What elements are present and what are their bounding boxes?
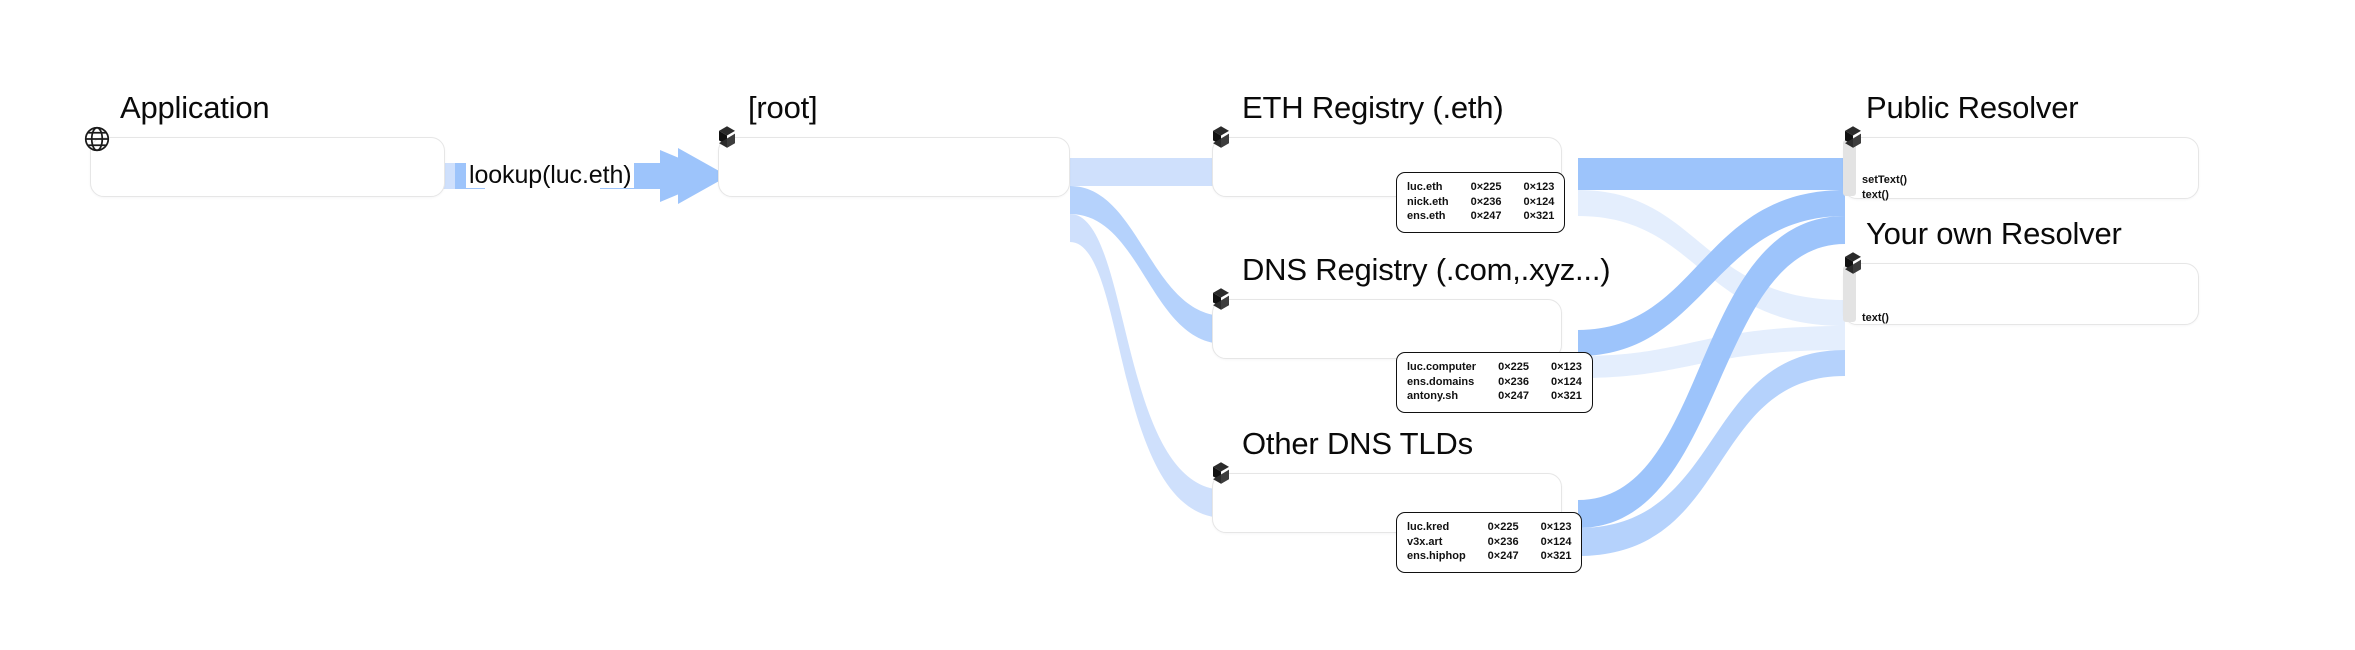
record-owner: 0×225 bbox=[1487, 521, 1519, 533]
public-resolver-port bbox=[1843, 140, 1856, 196]
your-own-resolver-methods: text() bbox=[1862, 311, 1889, 326]
node-public-resolver[interactable] bbox=[1843, 137, 2199, 199]
node-other-dns-tlds[interactable] bbox=[1212, 473, 1562, 533]
table-row: ens.hiphop 0×247 0×321 bbox=[1407, 549, 1571, 564]
record-table-other-dns-grid: luc.kred 0×225 0×123 v3x.art 0×236 0×124… bbox=[1407, 520, 1571, 564]
contract-icon-public-resolver bbox=[1838, 122, 1868, 152]
record-table-eth-registry: luc.eth 0×225 0×123 nick.eth 0×236 0×124… bbox=[1396, 172, 1566, 233]
record-name: ens.hiphop bbox=[1407, 550, 1466, 563]
node-dns-registry[interactable] bbox=[1212, 299, 1562, 359]
method-text: text() bbox=[1862, 312, 1889, 324]
record-name: ens.domains bbox=[1407, 375, 1475, 388]
record-resolver: 0×124 bbox=[1550, 375, 1582, 388]
flow-other-dns-to-public-resolver bbox=[1578, 216, 1845, 528]
record-name: luc.eth bbox=[1407, 181, 1443, 193]
table-row: ens.eth 0×247 0×321 bbox=[1407, 209, 1554, 224]
table-row: v3x.art 0×236 0×124 bbox=[1407, 535, 1571, 550]
record-resolver: 0×321 bbox=[1540, 550, 1572, 563]
node-application[interactable] bbox=[90, 137, 445, 197]
flow-dns-registry-to-public-resolver bbox=[1578, 190, 1845, 356]
node-public-resolver-title: Public Resolver bbox=[1866, 90, 2079, 125]
globe-icon bbox=[82, 124, 112, 154]
record-table-other-dns-body: luc.kred 0×225 0×123 v3x.art 0×236 0×124… bbox=[1407, 520, 1571, 564]
contract-icon-eth-registry bbox=[1206, 122, 1236, 152]
node-root-title: [root] bbox=[748, 90, 818, 125]
flow-root-to-other-dns bbox=[1070, 214, 1225, 518]
record-name: nick.eth bbox=[1407, 195, 1449, 208]
record-resolver: 0×123 bbox=[1540, 521, 1572, 533]
record-owner: 0×236 bbox=[1470, 195, 1502, 208]
record-table-dns-registry-grid: luc.computer 0×225 0×123 ens.domains 0×2… bbox=[1407, 360, 1582, 404]
record-resolver: 0×124 bbox=[1540, 535, 1572, 548]
record-table-eth-registry-grid: luc.eth 0×225 0×123 nick.eth 0×236 0×124… bbox=[1407, 180, 1554, 224]
table-row: luc.kred 0×225 0×123 bbox=[1407, 520, 1571, 535]
table-row: nick.eth 0×236 0×124 bbox=[1407, 195, 1554, 210]
table-row: luc.eth 0×225 0×123 bbox=[1407, 180, 1554, 195]
flow-dns-registry-to-your-resolver bbox=[1578, 326, 1845, 378]
record-owner: 0×236 bbox=[1487, 535, 1519, 548]
node-your-own-resolver-title: Your own Resolver bbox=[1866, 216, 2122, 251]
node-your-own-resolver[interactable] bbox=[1843, 263, 2199, 325]
node-dns-registry-title: DNS Registry (.com,.xyz...) bbox=[1242, 252, 1611, 287]
node-root[interactable] bbox=[718, 137, 1070, 197]
record-table-dns-registry-body: luc.computer 0×225 0×123 ens.domains 0×2… bbox=[1407, 360, 1582, 404]
method-set-text: setText() bbox=[1862, 174, 1908, 186]
method-text: text() bbox=[1862, 188, 1889, 201]
your-own-resolver-port bbox=[1843, 266, 1856, 322]
node-eth-registry-title: ETH Registry (.eth) bbox=[1242, 90, 1504, 125]
record-resolver: 0×124 bbox=[1523, 195, 1555, 208]
record-name: ens.eth bbox=[1407, 210, 1446, 223]
record-owner: 0×236 bbox=[1498, 375, 1529, 388]
contract-icon-dns-registry bbox=[1206, 284, 1236, 314]
flow-root-to-dns-registry bbox=[1070, 186, 1225, 344]
contract-icon-your-own-resolver bbox=[1838, 248, 1868, 278]
contract-icon-other-dns-tlds bbox=[1206, 458, 1236, 488]
public-resolver-methods: setText() text() bbox=[1862, 173, 1907, 203]
record-owner: 0×247 bbox=[1498, 390, 1529, 403]
record-resolver: 0×321 bbox=[1523, 210, 1555, 223]
record-name: luc.computer bbox=[1407, 361, 1477, 373]
record-table-eth-registry-body: luc.eth 0×225 0×123 nick.eth 0×236 0×124… bbox=[1407, 180, 1554, 224]
flow-other-dns-to-your-resolver bbox=[1578, 350, 1845, 556]
record-name: luc.kred bbox=[1407, 521, 1450, 533]
record-name: antony.sh bbox=[1407, 390, 1459, 403]
table-row: ens.domains 0×236 0×124 bbox=[1407, 375, 1582, 390]
contract-icon-root bbox=[712, 122, 742, 152]
node-other-dns-tlds-title: Other DNS TLDs bbox=[1242, 426, 1473, 461]
flow-root-to-eth-registry bbox=[1070, 158, 1225, 186]
table-row: antony.sh 0×247 0×321 bbox=[1407, 389, 1582, 404]
table-row: luc.computer 0×225 0×123 bbox=[1407, 360, 1582, 375]
flow-eth-registry-to-public-resolver bbox=[1578, 158, 1845, 190]
record-table-other-dns-tlds: luc.kred 0×225 0×123 v3x.art 0×236 0×124… bbox=[1396, 512, 1583, 573]
record-resolver: 0×123 bbox=[1550, 361, 1582, 373]
record-resolver: 0×321 bbox=[1550, 390, 1582, 403]
record-table-dns-registry: luc.computer 0×225 0×123 ens.domains 0×2… bbox=[1396, 352, 1593, 413]
record-owner: 0×247 bbox=[1470, 210, 1502, 223]
record-owner: 0×225 bbox=[1470, 181, 1502, 193]
record-resolver: 0×123 bbox=[1523, 181, 1555, 193]
edge-label-lookup: lookup(luc.eth) bbox=[466, 163, 635, 188]
record-name: v3x.art bbox=[1407, 535, 1443, 548]
flow-eth-registry-to-your-resolver bbox=[1578, 190, 1845, 326]
node-application-title: Application bbox=[120, 90, 270, 125]
record-owner: 0×247 bbox=[1487, 550, 1519, 563]
record-owner: 0×225 bbox=[1498, 361, 1529, 373]
